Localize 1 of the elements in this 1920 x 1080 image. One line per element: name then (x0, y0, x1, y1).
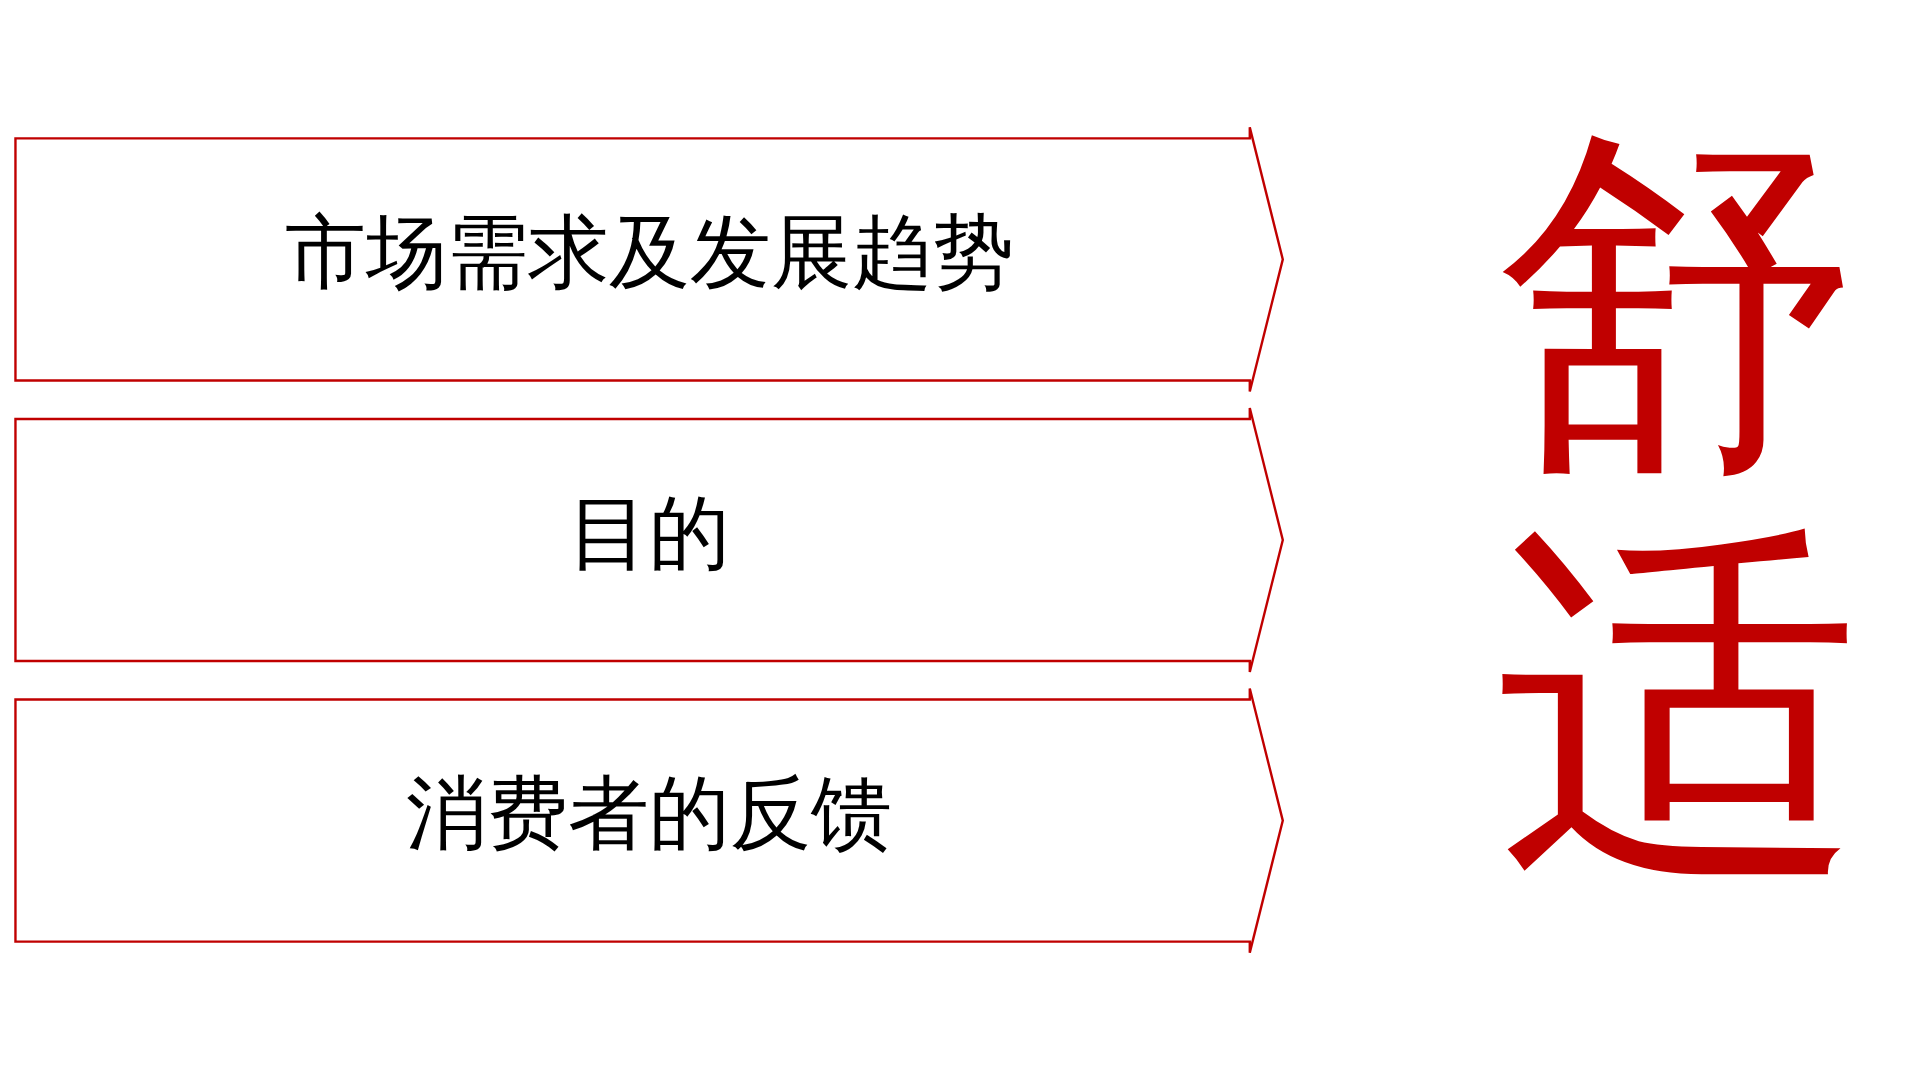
label: 舒适 (1495, 89, 1863, 921)
